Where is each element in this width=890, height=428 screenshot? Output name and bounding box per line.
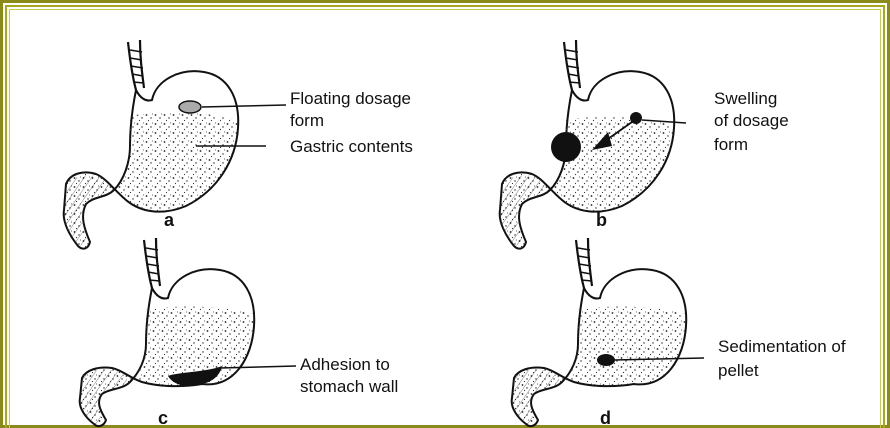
floating-dosage-form xyxy=(179,101,201,113)
sedimented-pellet xyxy=(597,354,615,366)
panel-c xyxy=(80,238,296,426)
panel-a xyxy=(64,40,286,249)
panel-letter-c: c xyxy=(158,408,168,428)
panel-letter-d: d xyxy=(600,408,611,428)
label-floating-dosage: Floating dosage xyxy=(290,89,411,108)
label-stomach-wall: stomach wall xyxy=(300,377,398,396)
panel-d xyxy=(512,238,704,426)
label-swelling: Swelling xyxy=(714,89,777,108)
label-adhesion: Adhesion to xyxy=(300,355,390,374)
label-form: form xyxy=(290,111,324,130)
label-sedimentation: Sedimentation of xyxy=(718,337,846,356)
label-form-b: form xyxy=(714,135,748,154)
swollen-dosage-form xyxy=(551,132,581,162)
label-of-dosage: of dosage xyxy=(714,111,789,130)
panel-b xyxy=(500,40,686,249)
panel-letter-a: a xyxy=(164,210,175,230)
label-pellet: pellet xyxy=(718,361,759,380)
panel-letter-b: b xyxy=(596,210,607,230)
label-gastric-contents: Gastric contents xyxy=(290,137,413,156)
